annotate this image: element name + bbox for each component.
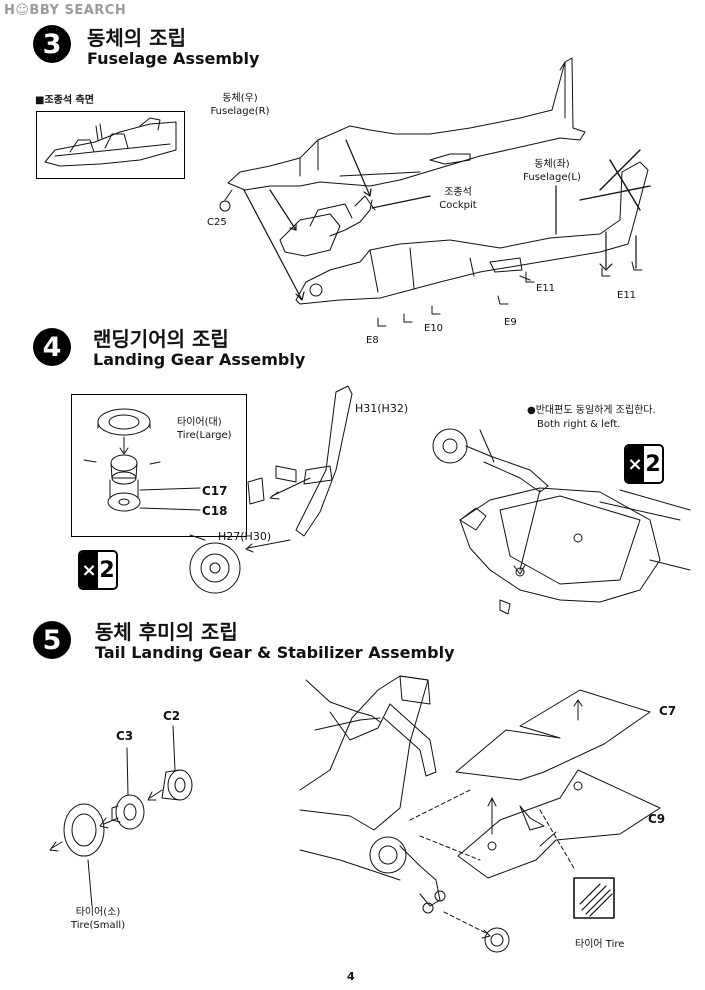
fuselage-left-label: 동체(좌) Fuselage(L): [523, 159, 581, 183]
multiplier-sign: ×: [626, 446, 644, 482]
cockpit-inset-drawing: [44, 117, 177, 167]
part-c7: C7: [659, 704, 677, 718]
part-h31-h32: H31(H32): [355, 402, 409, 415]
main-gear-strut-drawing: [245, 385, 353, 553]
step-3-title-english: Fuselage Assembly: [87, 49, 260, 68]
main-wheel-parts-drawing: [83, 408, 241, 594]
part-c18: C18: [202, 504, 228, 518]
part-e10: E10: [424, 323, 444, 334]
part-e11-a: E11: [536, 283, 556, 294]
part-e9: E9: [504, 317, 517, 328]
part-c3: C3: [116, 729, 134, 743]
multiplier-sign: ×: [80, 552, 98, 588]
part-c9: C9: [648, 812, 666, 826]
multiplier-value: 2: [98, 552, 116, 588]
step-4-number-badge: 4: [33, 328, 71, 366]
both-sides-note-english: Both right & left.: [537, 419, 621, 430]
step-5-number-badge: 5: [33, 621, 71, 659]
step-5-title-korean: 동체 후미의 조립: [95, 620, 238, 644]
gear-installation-drawing: [432, 428, 691, 615]
multiplier-badge-x2-right: × 2: [624, 444, 664, 484]
step-4-title-korean: 랜딩기어의 조립: [93, 327, 229, 351]
step-5-title-english: Tail Landing Gear & Stabilizer Assembly: [95, 643, 455, 662]
tail-tire-label: 타이어 Tire: [575, 939, 625, 950]
step-3-small-parts: [377, 261, 643, 327]
part-c2: C2: [163, 709, 181, 723]
part-c25: C25: [207, 217, 227, 228]
multiplier-value: 2: [644, 446, 662, 482]
stabilizers-drawing: [409, 689, 661, 919]
tire-large-label: 타이어(대) Tire(Large): [177, 417, 232, 441]
step-3-title-korean: 동체의 조립: [87, 26, 186, 50]
multiplier-badge-x2-left: × 2: [78, 550, 118, 590]
watermark-logo: H☺BBY SEARCH: [4, 3, 127, 18]
step-4-title-english: Landing Gear Assembly: [93, 350, 306, 369]
part-e11-b: E11: [617, 290, 637, 301]
page-number: 4: [347, 970, 355, 983]
tail-wheel-parts-drawing: [49, 725, 193, 907]
tail-section-drawing: [299, 675, 510, 953]
cockpit-label: 조종석 Cockpit: [439, 187, 477, 211]
fuselage-right-label: 동체(우) Fuselage(R): [210, 93, 270, 117]
cockpit-seats-drawing: [279, 195, 376, 257]
tire-small-label: 타이어(소) Tire(Small): [70, 907, 126, 931]
main-wheel-detail-frame: [71, 394, 247, 537]
both-sides-note-korean: ●반대편도 동일하게 조립한다.: [527, 405, 656, 416]
part-e8: E8: [366, 335, 379, 346]
cockpit-side-inset-label: ■조종석 측면: [35, 95, 94, 106]
cockpit-side-inset-frame: [36, 111, 185, 179]
fuselage-right-drawing: [219, 57, 586, 212]
part-c17: C17: [202, 484, 228, 498]
step-3-arrows: [243, 139, 637, 301]
part-h27-h30: H27(H30): [218, 530, 272, 543]
step-3-number-badge: 3: [33, 25, 71, 63]
fuselage-left-drawing: [295, 149, 651, 305]
